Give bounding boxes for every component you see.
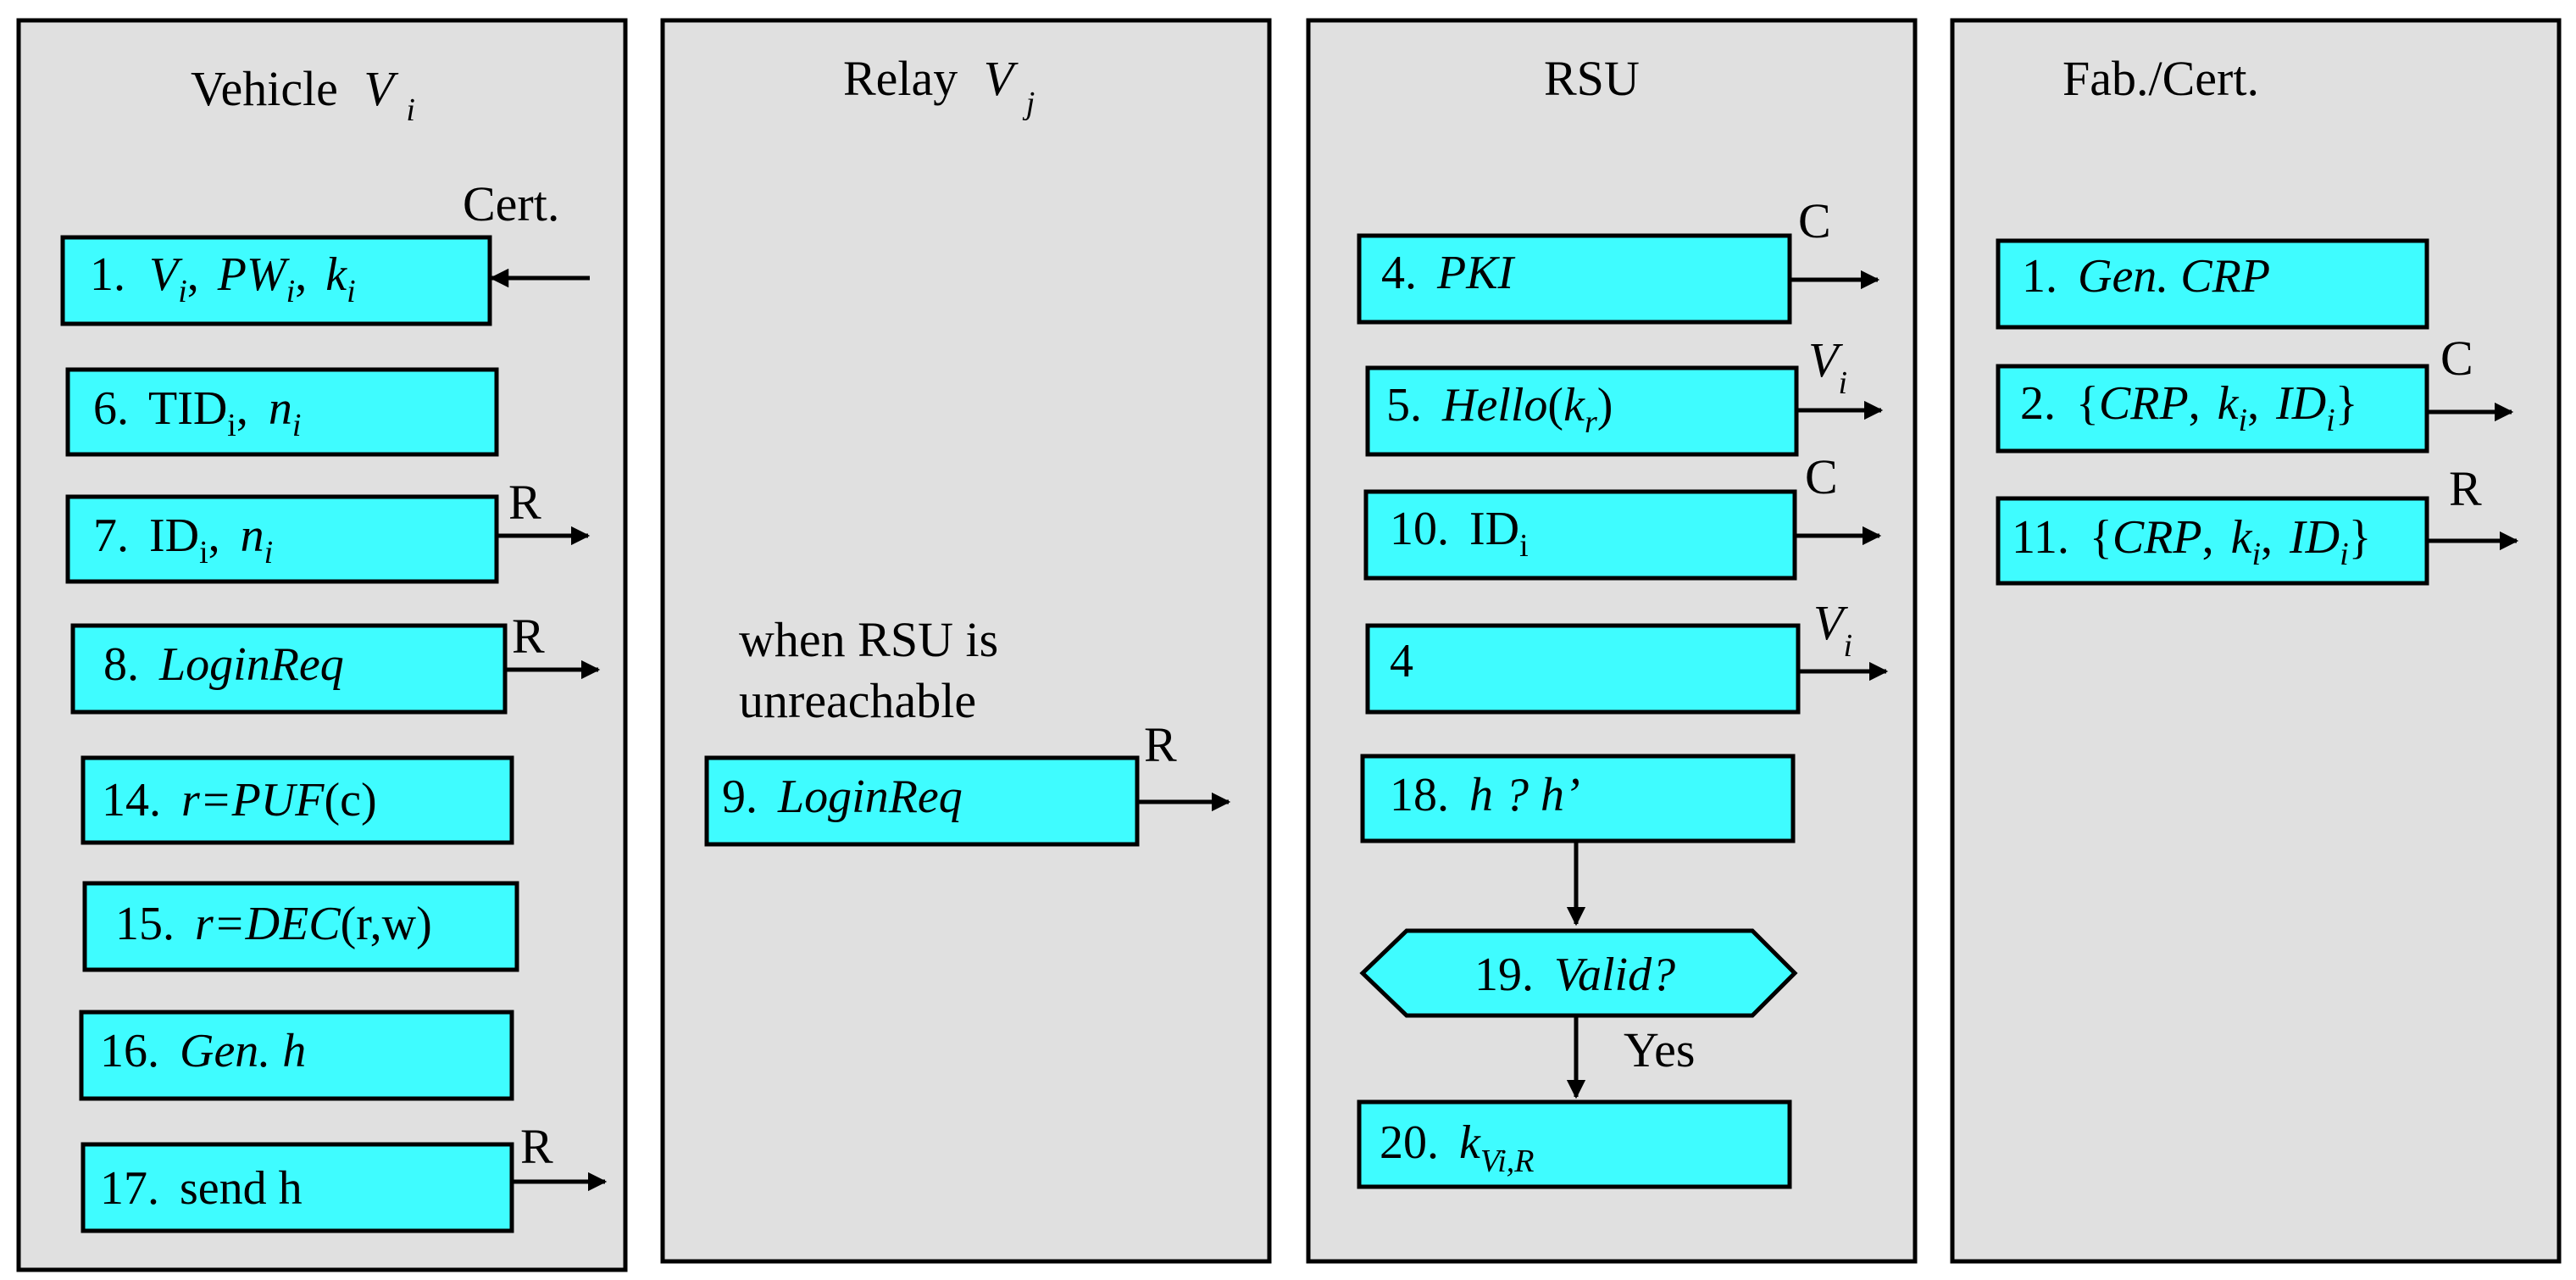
- lane-title-fab-cert: Fab./Cert.: [2062, 51, 2259, 106]
- lane-fab-cert: [1950, 18, 2562, 1264]
- step-s4b-text: 4: [1390, 635, 1413, 687]
- step-r9-box: [704, 755, 1140, 847]
- step-s20-box: [1357, 1099, 1792, 1189]
- step-f2-box: [1996, 364, 2429, 454]
- step-v17-box: [80, 1142, 514, 1233]
- step-f1-box: [1996, 238, 2429, 330]
- step-v14-box: [80, 755, 514, 845]
- lane-relay: [660, 18, 1272, 1264]
- step-v16-box: [79, 1010, 514, 1101]
- step-v1-text: 1. Vi, PWi, ki: [90, 248, 356, 309]
- step-v15-text: 15. r=DEC(r,w): [115, 898, 432, 950]
- yes-label: Yes: [1624, 1022, 1695, 1077]
- lane-title-vehicle: Vehicle V i: [191, 61, 415, 128]
- step-s19-text: 19. Valid?: [1474, 949, 1675, 1001]
- step-f2-text: 2. {CRP, ki, IDi}: [2020, 377, 2358, 438]
- step-f11-r-label: R: [2449, 461, 2482, 516]
- step-f11-box: [1996, 496, 2429, 586]
- step-v14-text: 14. r=PUF(c): [102, 774, 377, 826]
- step-s4-text: 4. PKI: [1381, 247, 1516, 299]
- step-v6-box: [65, 367, 499, 457]
- step-s5-vi-label: Vi: [1808, 332, 1847, 401]
- step-s19-decision: [1359, 928, 1798, 1018]
- step-f2-c-label: C: [2440, 331, 2473, 386]
- step-s5-text: 5. Hello(kr): [1386, 379, 1613, 440]
- step-s4b-box: [1365, 623, 1801, 715]
- step-s20-text: 20. kVi,R: [1380, 1116, 1535, 1179]
- step-s4-c-label: C: [1798, 193, 1831, 248]
- step-v17-r-label: R: [520, 1119, 553, 1174]
- step-v15-box: [82, 881, 519, 972]
- step-v8-box: [70, 623, 508, 715]
- step-v1-box: [60, 235, 492, 326]
- step-v6-text: 6. TIDi, ni: [93, 382, 301, 443]
- step-v16-text: 16. Gen. h: [100, 1025, 306, 1077]
- step-s10-c-label: C: [1805, 449, 1838, 504]
- step-v7-text: 7. IDi, ni: [93, 509, 273, 570]
- step-v7-r-label: R: [508, 475, 541, 530]
- step-s4b-vi-label: Vi: [1813, 595, 1852, 664]
- step-s10-box: [1363, 489, 1797, 581]
- step-r9-r-label: R: [1144, 717, 1177, 772]
- relay-note-line1: when RSU is: [739, 612, 998, 667]
- step-v8-r-label: R: [512, 609, 545, 664]
- lane-title-relay: Relay V j: [843, 51, 1035, 121]
- step-s18-text: 18. h ? h’: [1390, 769, 1580, 821]
- cert-label: Cert.: [463, 176, 559, 231]
- step-f11-text: 11. {CRP, ki, IDi}: [2012, 511, 2372, 572]
- step-v7-box: [65, 494, 499, 584]
- relay-note-line2: unreachable: [739, 673, 976, 728]
- step-f1-text: 1. Gen. CRP: [2022, 250, 2270, 303]
- step-s10-text: 10. IDi: [1390, 503, 1529, 564]
- step-s5-box: [1365, 365, 1799, 457]
- step-s18-box: [1360, 754, 1796, 843]
- step-r9-text: 9. LoginReq: [722, 771, 963, 823]
- step-v8-text: 8. LoginReq: [103, 638, 344, 691]
- step-v17-text: 17. send h: [100, 1162, 303, 1215]
- lane-title-rsu: RSU: [1544, 51, 1640, 106]
